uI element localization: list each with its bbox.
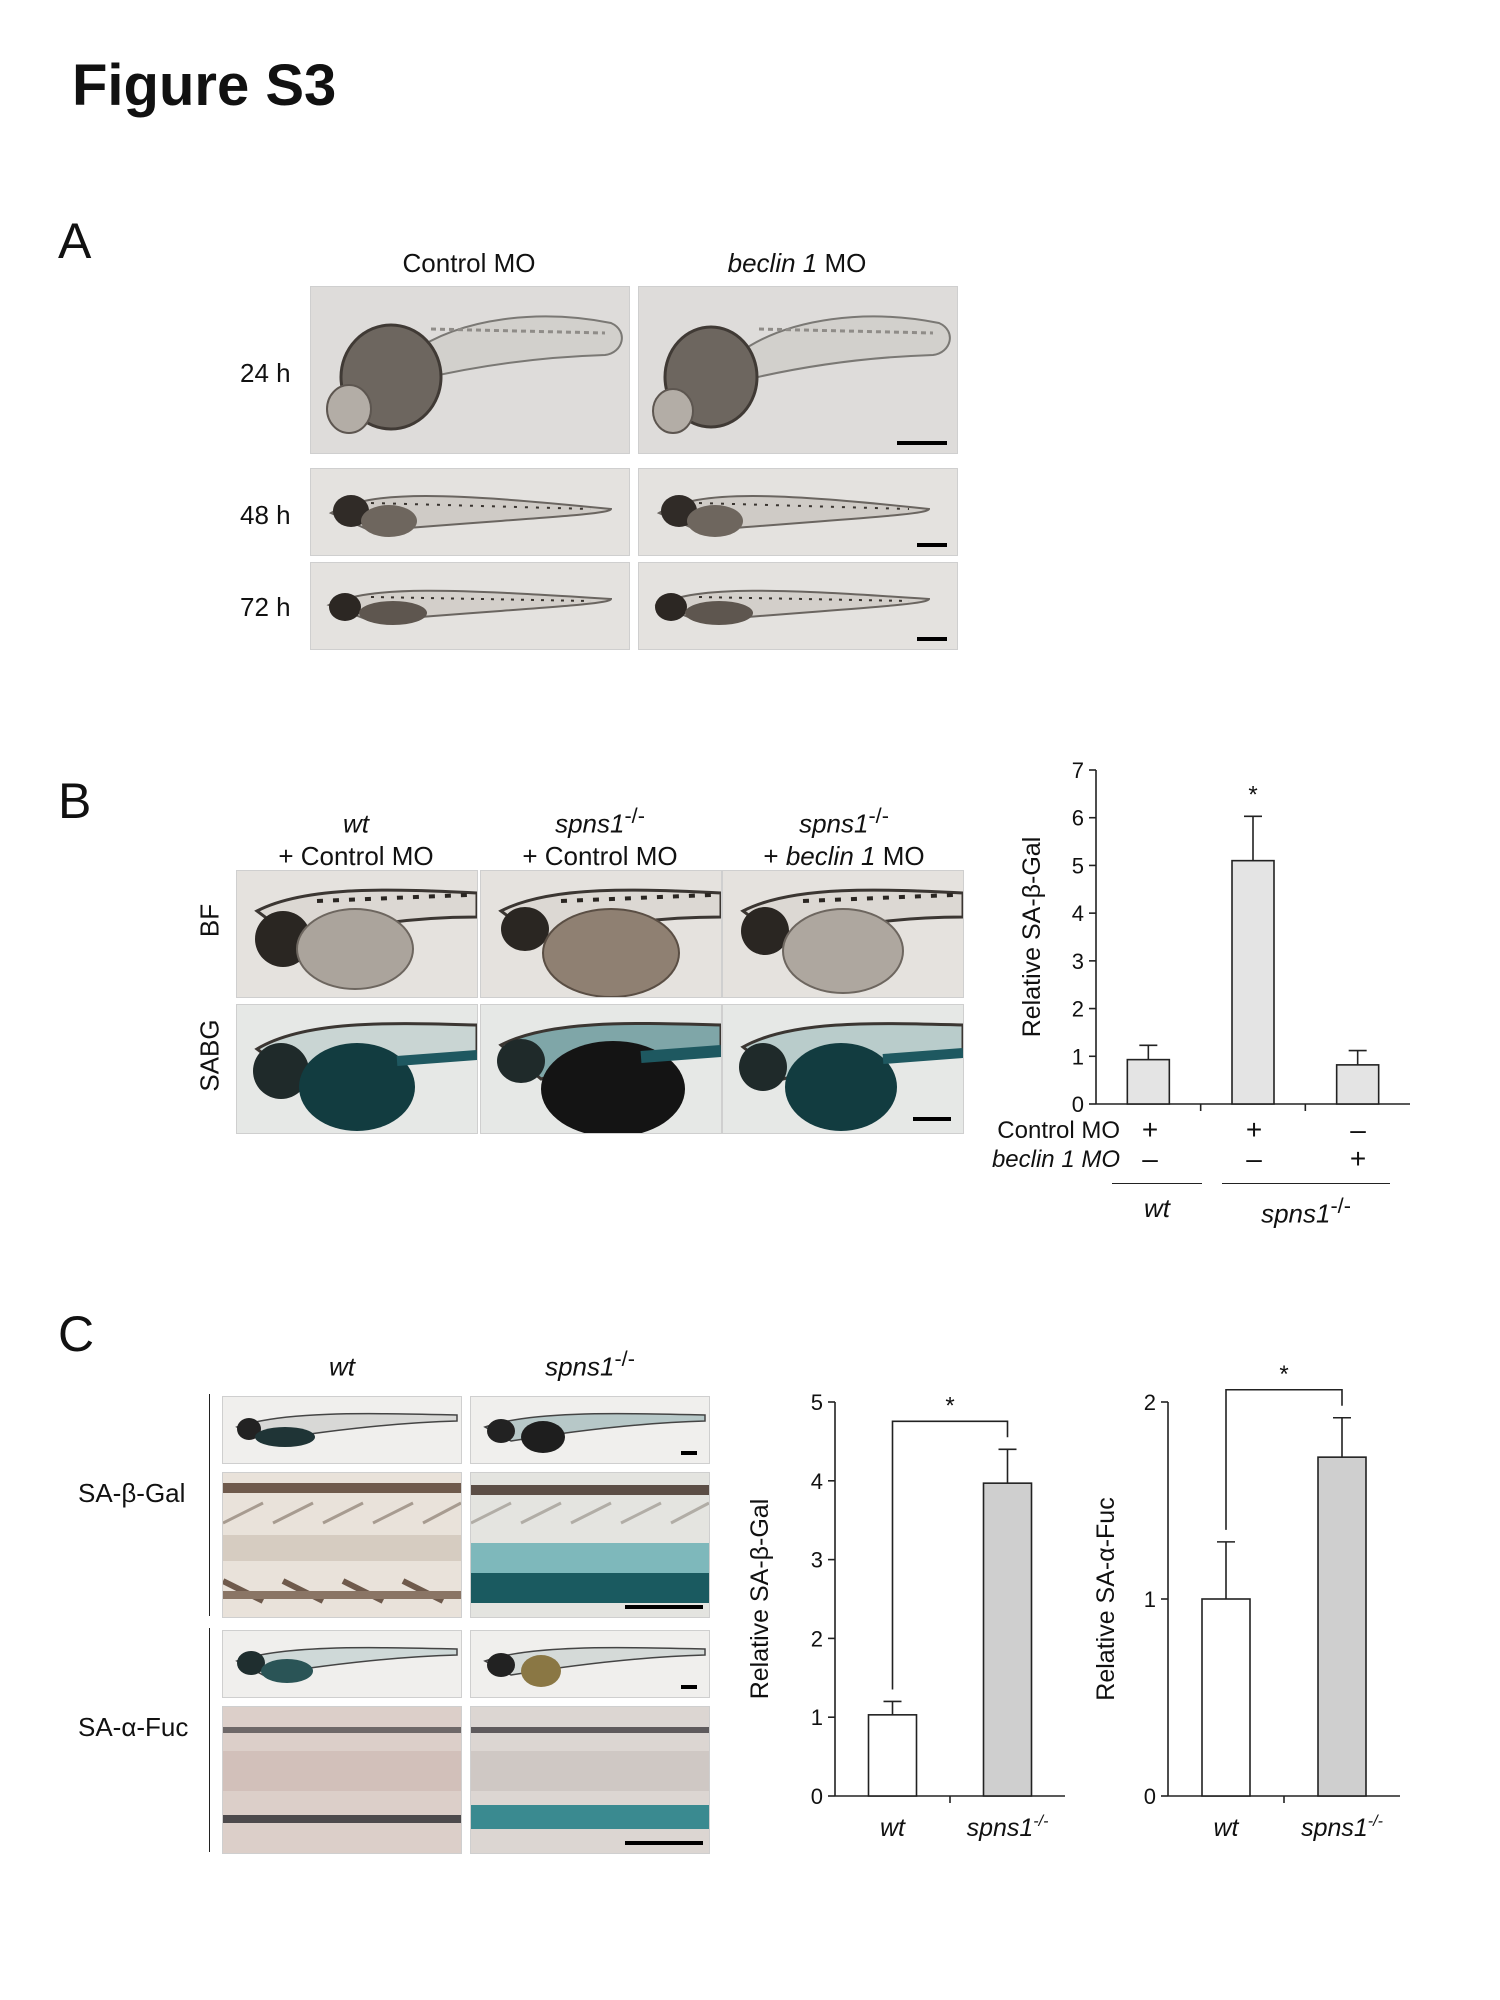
whole-larva-sa-beta-gal-wt bbox=[222, 1396, 462, 1464]
bar bbox=[867, 1714, 918, 1797]
y-tick-label: 0 bbox=[1072, 1092, 1084, 1117]
sabg-image-spns1-beclin bbox=[722, 1004, 964, 1134]
bar bbox=[1317, 1456, 1367, 1797]
y-tick-label: 2 bbox=[1144, 1390, 1156, 1415]
panel-c-row-label-sa-beta-gal: SA-β-Gal bbox=[78, 1478, 186, 1508]
y-tick-label: 2 bbox=[811, 1626, 823, 1651]
trunk-closeup-sa-beta-gal-spns1 bbox=[470, 1472, 710, 1618]
table-mark-beclin-2: – bbox=[1246, 1143, 1262, 1174]
significance-marker: * bbox=[945, 1392, 954, 1419]
bar bbox=[982, 1482, 1033, 1797]
panel-a-row-label-72h: 72 h bbox=[240, 592, 291, 622]
table-mark-beclin-3: + bbox=[1349, 1143, 1367, 1174]
bar bbox=[1231, 859, 1275, 1105]
y-axis-title: Relative SA-β-Gal bbox=[1018, 837, 1046, 1038]
y-tick-label: 6 bbox=[1072, 806, 1084, 831]
table-row-label-control-mo: Control MO bbox=[997, 1117, 1120, 1144]
panel-c-letter: C bbox=[58, 1306, 95, 1362]
group-underline-wt bbox=[1112, 1183, 1202, 1184]
x-category-label: spns1-/- bbox=[967, 1813, 1049, 1842]
y-axis-title: Relative SA-α-Fuc bbox=[1092, 1497, 1120, 1700]
panel-c-row-label-sa-alpha-fuc: SA-α-Fuc bbox=[78, 1712, 189, 1742]
y-tick-label: 1 bbox=[811, 1705, 823, 1730]
y-tick-label: 0 bbox=[811, 1784, 823, 1809]
panel-c-col-header-spns1: spns1-/- bbox=[545, 1346, 635, 1382]
y-tick-label: 7 bbox=[1072, 758, 1084, 783]
y-tick-label: 1 bbox=[1072, 1044, 1084, 1069]
panel-a-col-header-control: Control MO bbox=[402, 248, 536, 278]
group-label-spns1: spns1-/- bbox=[1261, 1193, 1351, 1229]
sabg-image-wt-control bbox=[236, 1004, 478, 1134]
y-tick-label: 0 bbox=[1144, 1784, 1156, 1809]
table-row-label-beclin-mo: beclin 1 MO bbox=[991, 1146, 1120, 1173]
bf-image-spns1-beclin bbox=[722, 870, 964, 998]
panel-b-col-header-spns1-control: spns1-/- + Control MO bbox=[522, 803, 678, 871]
significance-marker: * bbox=[1248, 781, 1257, 808]
y-axis-title: Relative SA-β-Gal bbox=[746, 1499, 774, 1700]
x-category-label: spns1-/- bbox=[1301, 1813, 1383, 1842]
y-tick-label: 4 bbox=[1072, 901, 1084, 926]
panel-a-col-header-beclin: beclin 1 MO bbox=[727, 248, 867, 278]
panel-a-row-label-24h: 24 h bbox=[240, 358, 291, 388]
bar bbox=[1201, 1598, 1251, 1797]
table-mark-control-1: + bbox=[1141, 1114, 1159, 1145]
bf-image-spns1-control bbox=[480, 870, 722, 998]
panel-b-col-header-wt: wt + Control MO bbox=[278, 808, 434, 871]
panel-a-row-label-48h: 48 h bbox=[240, 500, 291, 530]
figure-title: Figure S3 bbox=[72, 53, 337, 118]
bracket-line-sa-beta-gal bbox=[209, 1394, 210, 1616]
table-mark-beclin-1: – bbox=[1142, 1143, 1158, 1174]
trunk-closeup-sa-alpha-fuc-wt bbox=[222, 1706, 462, 1854]
panel-a-letter: A bbox=[58, 213, 92, 269]
panel-b-col-header-spns1-beclin: spns1-/- + beclin 1 MO bbox=[763, 803, 925, 871]
significance-bracket bbox=[891, 1420, 1009, 1690]
bar bbox=[1126, 1058, 1171, 1105]
y-tick-label: 2 bbox=[1072, 997, 1084, 1022]
panel-b-row-label-sabg: SABG bbox=[194, 1019, 225, 1092]
chart-c-sa-alpha-fuc: 0 1 2 wt spns1-/- * Relative SA-α-Fuc bbox=[1092, 1361, 1400, 1842]
group-label-wt: wt bbox=[1144, 1193, 1170, 1223]
chart-b-sa-beta-gal: 0 1 2 3 4 5 6 7 * Relative SA-β-Gal bbox=[1018, 758, 1410, 1117]
panel-b-row-label-bf: BF bbox=[194, 903, 225, 938]
table-mark-control-2: + bbox=[1245, 1114, 1263, 1145]
y-tick-label: 1 bbox=[1144, 1587, 1156, 1612]
whole-larva-sa-alpha-fuc-spns1 bbox=[470, 1630, 710, 1698]
whole-larva-sa-alpha-fuc-wt bbox=[222, 1630, 462, 1698]
chart-c-sa-beta-gal: 0 1 2 3 4 5 wt spns1-/- * Relative SA-β-Gal bbox=[746, 1390, 1065, 1842]
x-category-label: wt bbox=[1214, 1814, 1240, 1842]
bracket-line-sa-alpha-fuc bbox=[209, 1628, 210, 1852]
y-tick-label: 5 bbox=[1072, 853, 1084, 878]
group-underline-spns1 bbox=[1222, 1183, 1390, 1184]
embryo-image-beclin-24h bbox=[638, 286, 958, 454]
significance-bracket bbox=[1225, 1388, 1343, 1530]
bf-image-wt-control bbox=[236, 870, 478, 998]
y-tick-label: 4 bbox=[811, 1469, 823, 1494]
panel-b-letter: B bbox=[58, 773, 92, 829]
larva-image-control-48h bbox=[310, 468, 630, 556]
bar bbox=[1335, 1064, 1380, 1105]
trunk-closeup-sa-alpha-fuc-spns1 bbox=[470, 1706, 710, 1854]
sabg-image-spns1-control bbox=[480, 1004, 722, 1134]
embryo-image-control-24h bbox=[310, 286, 630, 454]
larva-image-beclin-48h bbox=[638, 468, 958, 556]
larva-image-beclin-72h bbox=[638, 562, 958, 650]
y-tick-label: 5 bbox=[811, 1390, 823, 1415]
x-category-label: wt bbox=[880, 1814, 906, 1842]
significance-marker: * bbox=[1279, 1361, 1288, 1388]
trunk-closeup-sa-beta-gal-wt bbox=[222, 1472, 462, 1618]
table-mark-control-3: – bbox=[1350, 1114, 1366, 1145]
larva-image-control-72h bbox=[310, 562, 630, 650]
y-tick-label: 3 bbox=[1072, 949, 1084, 974]
panel-c-col-header-wt: wt bbox=[329, 1351, 355, 1382]
y-tick-label: 3 bbox=[811, 1548, 823, 1573]
whole-larva-sa-beta-gal-spns1 bbox=[470, 1396, 710, 1464]
